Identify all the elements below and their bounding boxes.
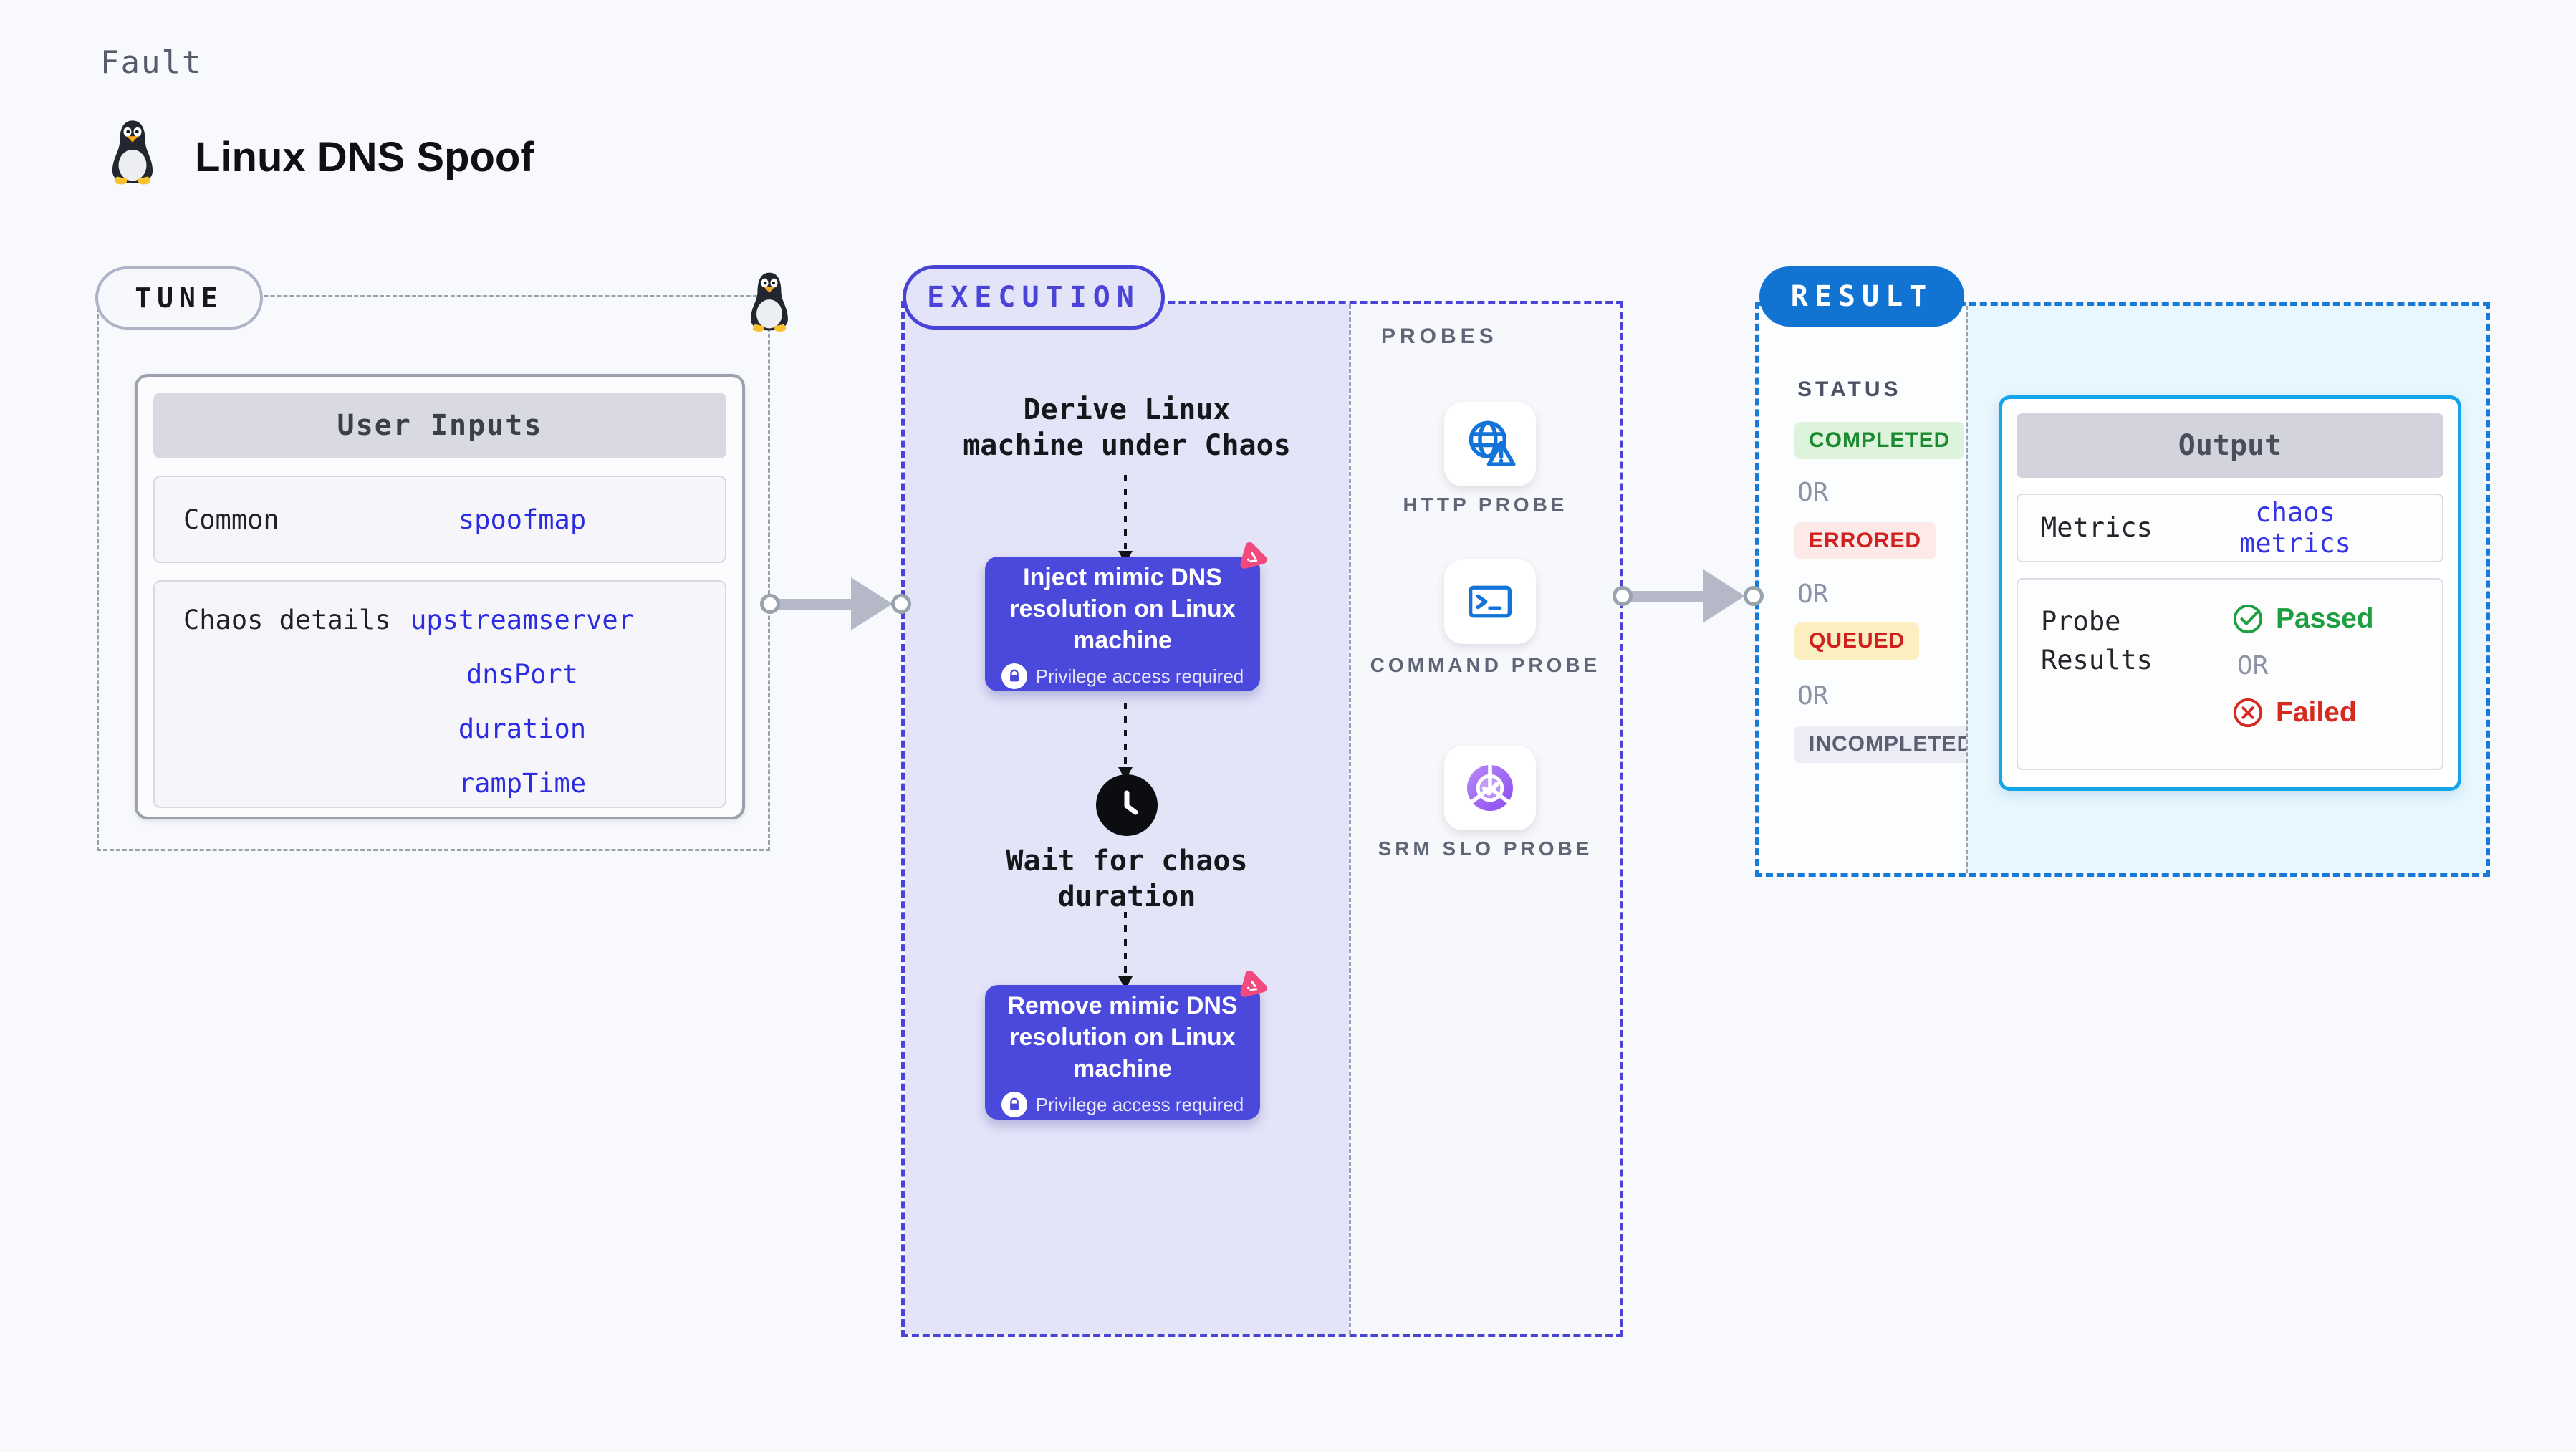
metrics-label: Metrics [2041,512,2153,544]
input-row-label: Common [183,504,279,535]
srm-slo-probe-label: SRM SLO PROBE [1378,837,1593,860]
failed-outcome: Failed [2231,696,2374,729]
input-value: dnsPort [466,659,578,690]
passed-outcome: Passed [2231,602,2374,635]
page-title: Linux DNS Spoof [195,134,534,181]
or-label: OR [1797,478,1829,507]
probe-results-label: Probe Results [2041,606,2153,675]
clock-icon [1096,774,1158,836]
passed-label: Passed [2276,603,2374,634]
probes-title: PROBES [1381,324,1498,348]
arrow-head-icon [851,577,893,630]
terminal-icon [1468,585,1512,618]
execution-to-result-arrow [1628,591,1703,602]
metrics-row: Metrics chaos metrics [2017,494,2443,562]
or-label: OR [1797,580,1829,609]
tune-badge: TUNE [95,266,263,330]
privilege-note: Privilege access required [1001,663,1244,690]
result-badge: RESULT [1759,266,1964,327]
execution-badge: EXECUTION [903,265,1165,330]
input-row-values: upstreamserver dnsPort duration rampTime [398,605,725,799]
http-probe-label: HTTP PROBE [1403,494,1568,516]
input-row-chaos-details: Chaos details upstreamserver dnsPort dur… [153,580,726,808]
failed-label: Failed [2276,697,2357,728]
check-circle-icon [2233,604,2263,634]
or-label: OR [1797,681,1829,711]
status-column: STATUS COMPLETED OR ERRORED OR QUEUED OR… [1759,306,1988,873]
output-card: Output Metrics chaos metrics Probe Resul… [1999,395,2461,791]
connector-dot-icon [891,594,911,614]
tux-linux-icon [112,120,153,185]
probe-results-row: Probe Results Passed OR Failed [2017,578,2443,770]
input-row-common: Common spoofmap [153,476,726,563]
input-row-label: Chaos details [183,605,391,635]
dotted-arrow-icon [1118,475,1133,564]
wait-step-label: Wait for chaos duration [1006,845,1248,913]
http-probe-card [1444,402,1536,486]
status-badge-completed: COMPLETED [1794,422,1965,459]
input-value: rampTime [458,768,587,799]
globe-alert-icon [1469,420,1516,466]
privilege-note: Privilege access required [1001,1092,1244,1118]
connector-dot-icon [1613,586,1633,606]
x-circle-icon [2233,698,2263,728]
input-row-values: spoofmap [398,504,725,535]
status-badge-queued: QUEUED [1794,622,1920,660]
derive-step-label: Derive Linux machine under Chaos [963,393,1291,462]
privilege-note-text: Privilege access required [1035,665,1244,687]
tune-to-execution-arrow [775,599,851,610]
inject-node-title: Inject mimic DNS resolution on Linux mac… [1009,563,1236,655]
lock-icon [1001,1092,1027,1118]
probe-results-outcomes: Passed OR Failed [2206,602,2374,729]
privilege-note-text: Privilege access required [1035,1093,1244,1115]
execution-section: Derive Linux machine under Chaos Inject … [901,301,1623,1337]
dotted-arrow-icon [1118,912,1133,989]
input-value: duration [458,713,587,744]
slo-pie-check-icon [1467,765,1513,811]
connector-dot-icon [1744,586,1764,606]
status-badge-errored: ERRORED [1794,522,1936,559]
chaos-icon [1240,542,1267,569]
input-value: spoofmap [458,504,587,535]
status-heading: STATUS [1797,378,1902,401]
chaos-icon [1240,970,1267,997]
tune-section [97,295,770,851]
probes-panel: PROBES HTTP PROBE [1349,304,1620,1334]
remove-chaos-node: Remove mimic DNS resolution on Linux mac… [985,985,1260,1120]
command-probe-label: COMMAND PROBE [1370,654,1601,676]
execution-flow-area: Derive Linux machine under Chaos Inject … [905,304,1349,1334]
output-header: Output [2017,413,2443,478]
or-label: OR [2237,651,2269,681]
user-inputs-card: User Inputs Common spoofmap Chaos detail… [135,374,745,819]
remove-node-title: Remove mimic DNS resolution on Linux mac… [1007,991,1238,1083]
arrow-head-icon [1703,569,1745,622]
connector-dot-icon [760,594,780,614]
lock-icon [1001,663,1027,690]
dotted-arrow-icon [1118,703,1133,780]
status-badge-incompleted: INCOMPLETED [1794,726,1988,763]
command-probe-card [1444,559,1536,644]
srm-slo-probe-card [1444,746,1536,830]
tux-corner-icon [751,272,788,332]
metrics-value: chaos metrics [2239,497,2351,559]
input-value: upstreamserver [410,605,634,635]
user-inputs-header: User Inputs [153,393,726,458]
fault-kicker: Fault [100,44,203,81]
inject-chaos-node: Inject mimic DNS resolution on Linux mac… [985,557,1260,691]
